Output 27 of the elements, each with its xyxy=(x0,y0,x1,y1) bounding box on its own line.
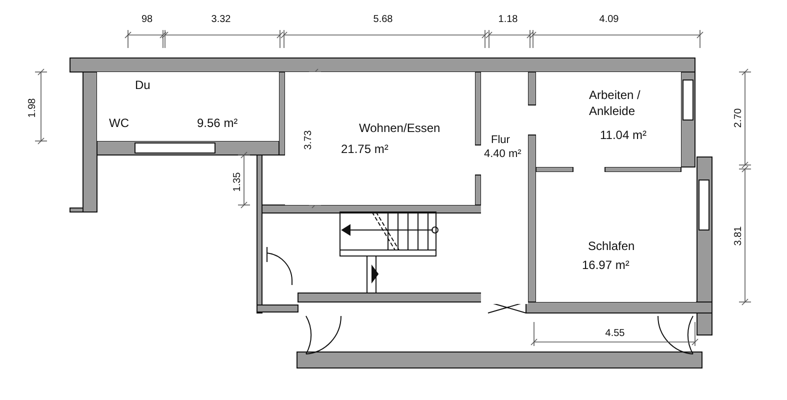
room-area: 11.04 m² xyxy=(600,128,646,144)
room xyxy=(536,172,696,302)
dimension-label: 1.35 xyxy=(233,172,243,192)
room xyxy=(285,72,475,205)
room-name: Du xyxy=(135,78,150,94)
room-area: 16.97 m² xyxy=(582,258,630,274)
room-name: Arbeiten / Ankleide xyxy=(589,88,642,120)
room xyxy=(97,72,279,141)
dimension-label: 2.70 xyxy=(734,108,744,128)
dimension-label: 3.73 xyxy=(304,130,314,150)
room-area: 4.40 m² xyxy=(484,147,522,162)
room-area: 21.75 m² xyxy=(341,142,388,158)
dimension-label: 3.81 xyxy=(734,226,744,246)
dimension-label: 3.32 xyxy=(211,15,231,25)
dimension-label: 98 xyxy=(141,15,153,25)
room-name: Schlafen xyxy=(588,239,635,255)
room-name: WC xyxy=(109,116,129,132)
room-name: Flur xyxy=(491,133,510,148)
dimension-label: 1.98 xyxy=(28,98,38,118)
room-name: Wohnen/Essen xyxy=(359,121,440,137)
room xyxy=(536,72,681,167)
dimension-label: 4.55 xyxy=(605,329,625,339)
dimension-label: 4.09 xyxy=(599,15,619,25)
dimension-label: 5.68 xyxy=(373,15,393,25)
room-area: 9.56 m² xyxy=(197,116,238,132)
room xyxy=(481,72,528,304)
dimension-label: 1.18 xyxy=(498,15,518,25)
